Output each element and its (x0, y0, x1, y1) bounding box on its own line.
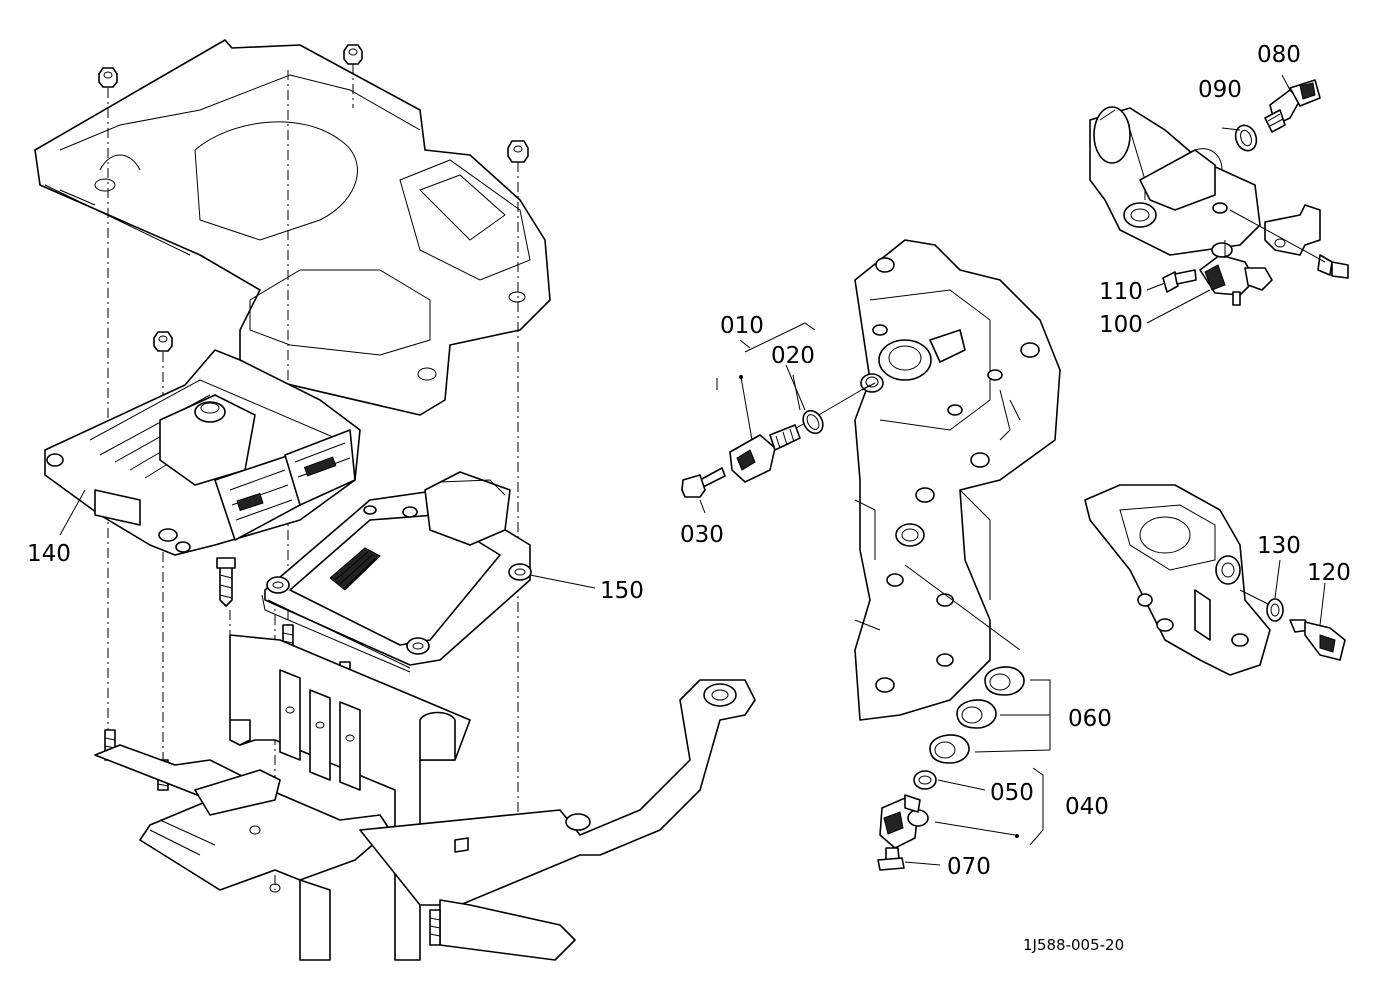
sensor-100 (1162, 240, 1273, 306)
thermostat-housing (1089, 106, 1349, 279)
diagram-reference-code: 1J588-005-20 (1023, 936, 1124, 954)
label-050: 050 (990, 780, 1034, 806)
label-120: 120 (1307, 560, 1351, 586)
engine-control-unit (44, 349, 361, 556)
label-100: 100 (1099, 312, 1143, 338)
sensor-040-assembly (877, 564, 1051, 871)
label-040: 040 (1065, 794, 1109, 820)
label-080: 080 (1257, 42, 1301, 68)
label-070: 070 (947, 854, 991, 880)
engine-top-cover (34, 39, 551, 416)
part-number-labels: 010 020 030 040 050 060 070 080 090 100 … (27, 42, 1351, 954)
flange-nuts (98, 44, 529, 352)
label-010: 010 (720, 313, 764, 339)
sensor-010-assembly (681, 322, 876, 498)
engine-block (854, 239, 1061, 721)
leader-lines (59, 74, 1326, 626)
label-060: 060 (1068, 706, 1112, 732)
coolant-housing (1084, 484, 1346, 676)
ecu-bracket-plate (261, 471, 532, 673)
label-020: 020 (771, 343, 815, 369)
label-090: 090 (1198, 77, 1242, 103)
label-110: 110 (1099, 279, 1143, 305)
label-030: 030 (680, 522, 724, 548)
label-140: 140 (27, 541, 71, 567)
label-130: 130 (1257, 533, 1301, 559)
mounting-frame (94, 634, 756, 961)
sensor-080 (1234, 79, 1321, 152)
label-150: 150 (600, 578, 644, 604)
